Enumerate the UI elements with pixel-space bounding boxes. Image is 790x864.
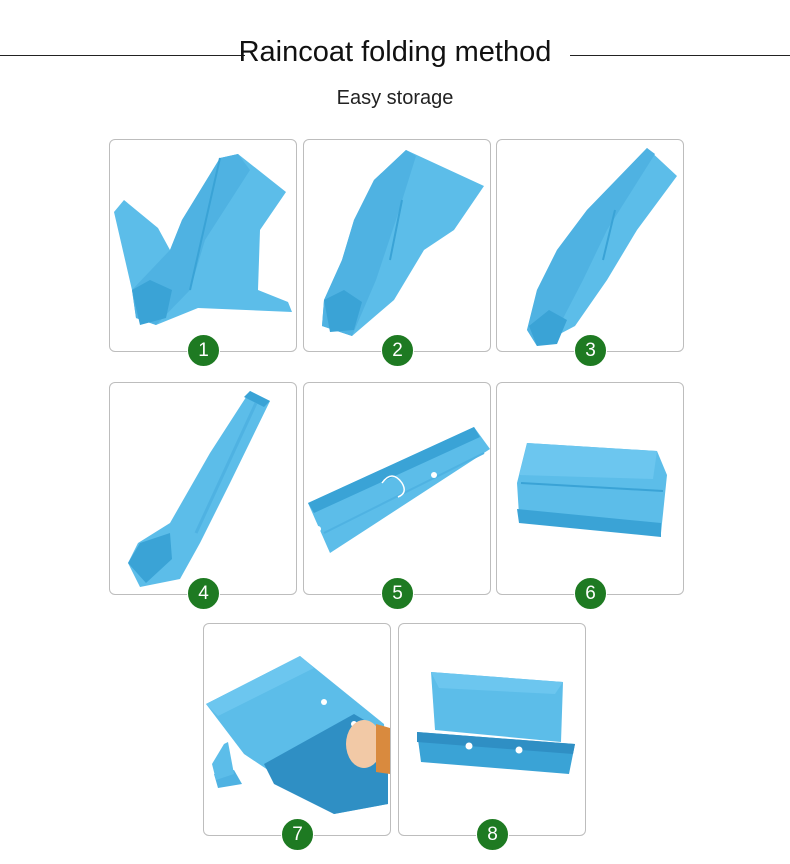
header-rule-right — [570, 55, 790, 56]
raincoat-step-3-illustration — [527, 148, 677, 346]
raincoat-step-7-illustration — [206, 656, 390, 814]
step-number-badge: 3 — [574, 334, 607, 367]
raincoat-step-5-illustration — [308, 427, 490, 553]
raincoat-step-2-illustration — [322, 150, 484, 336]
page-subtitle: Easy storage — [336, 87, 454, 109]
step-number-badge: 8 — [476, 818, 509, 851]
raincoat-step-8-illustration — [417, 672, 575, 774]
step-card-1: 1 — [109, 139, 297, 367]
raincoat-step-1-illustration — [114, 154, 292, 325]
step-card-4: 4 — [109, 382, 297, 610]
step-number-badge: 1 — [187, 334, 220, 367]
page-title: Raincoat folding method — [238, 36, 552, 68]
step-number-badge: 6 — [574, 577, 607, 610]
step-number-badge: 7 — [281, 818, 314, 851]
raincoat-step-4-illustration — [128, 391, 270, 587]
step-card-8: 8 — [398, 623, 586, 851]
header-rule-left — [0, 55, 245, 56]
raincoat-step-6-illustration — [517, 443, 667, 537]
step-number-badge: 4 — [187, 577, 220, 610]
step-card-2: 2 — [303, 139, 491, 367]
step-card-5: 5 — [303, 382, 491, 610]
step-card-7: 7 — [203, 623, 391, 851]
step-number-badge: 2 — [381, 334, 414, 367]
step-card-3: 3 — [496, 139, 684, 367]
step-card-6: 6 — [496, 382, 684, 610]
step-number-badge: 5 — [381, 577, 414, 610]
